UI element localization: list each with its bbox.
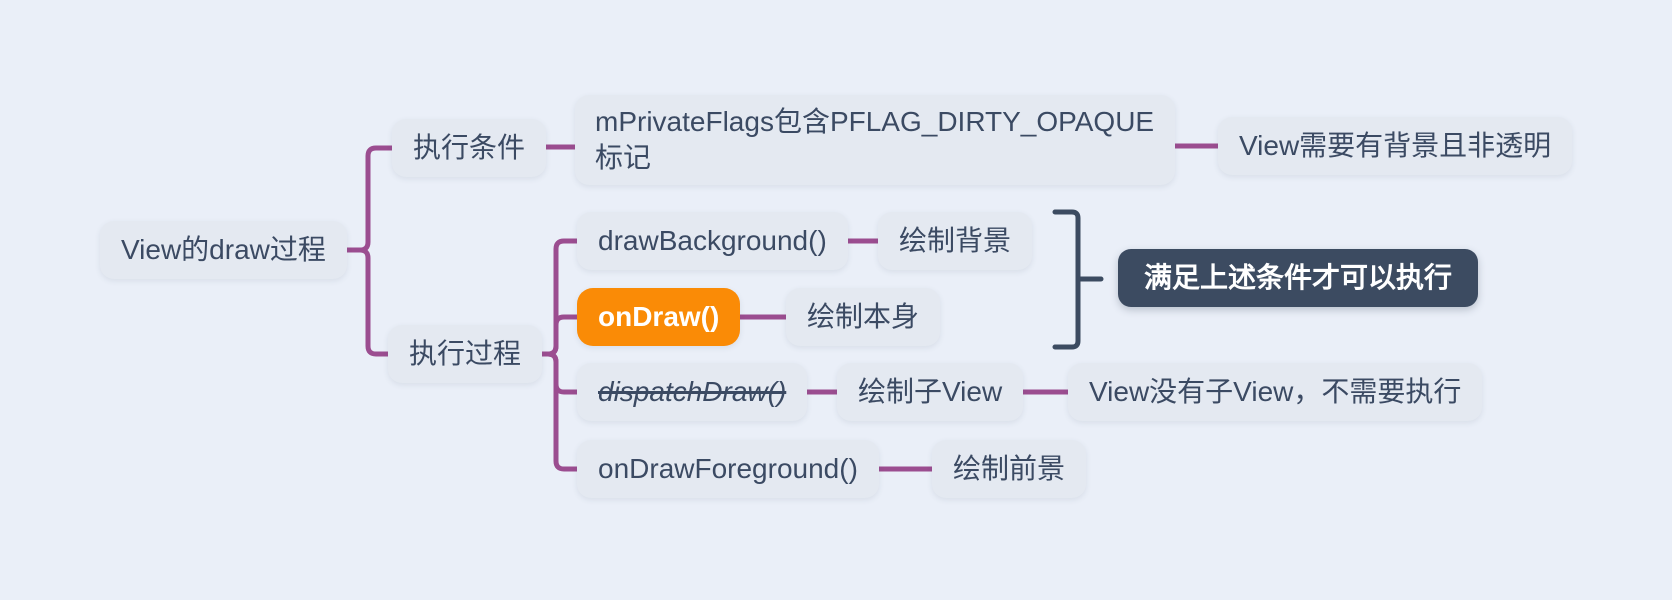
node-draw-bg-note[interactable]: 绘制背景 xyxy=(878,212,1033,270)
node-mprivateflags[interactable]: mPrivateFlags包含PFLAG_DIRTY_OPAQUE标记 xyxy=(575,95,1175,185)
summary-bracket xyxy=(1052,209,1081,350)
branch-root-to-exec-process xyxy=(337,247,391,357)
node-draw-self-note[interactable]: 绘制本身 xyxy=(786,288,941,346)
node-summary[interactable]: 满足上述条件才可以执行 xyxy=(1118,249,1479,307)
branch-root-to-exec-condition xyxy=(337,145,395,253)
node-draw-background[interactable]: drawBackground() xyxy=(577,212,848,270)
node-view-bg-opaque[interactable]: View需要有背景且非透明 xyxy=(1218,117,1573,175)
node-on-draw-foreground[interactable]: onDrawForeground() xyxy=(577,440,879,498)
node-draw-fg-note[interactable]: 绘制前景 xyxy=(932,440,1087,498)
node-exec-process[interactable]: 执行过程 xyxy=(388,325,543,383)
node-root[interactable]: View的draw过程 xyxy=(100,221,347,279)
node-on-draw[interactable]: onDraw() xyxy=(577,288,741,346)
node-draw-children-note[interactable]: 绘制子View xyxy=(837,363,1024,421)
node-dispatch-draw[interactable]: dispatchDraw() xyxy=(577,363,808,421)
node-exec-condition[interactable]: 执行条件 xyxy=(392,119,547,177)
node-no-children-note[interactable]: View没有子View，不需要执行 xyxy=(1068,363,1483,421)
